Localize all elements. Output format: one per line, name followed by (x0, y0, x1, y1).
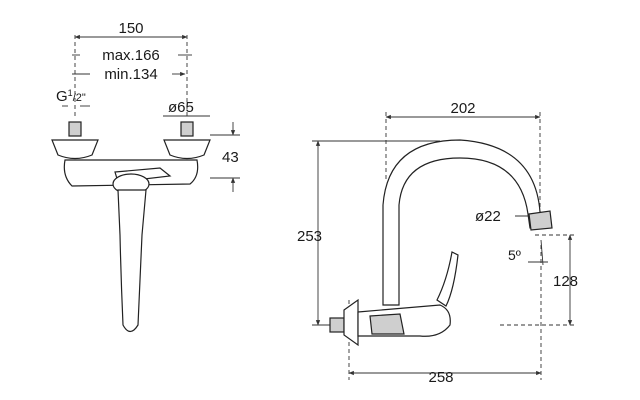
min-label: min.134 (104, 66, 157, 83)
angle-ray (540, 239, 544, 266)
side-cartridge (369, 313, 405, 335)
side-view: 202 253 258 128 ø22 5º (297, 100, 578, 386)
right-wall-flange (163, 139, 211, 160)
depth-label: 258 (428, 369, 453, 386)
height-label: 43 (222, 149, 239, 166)
outlet-height-label: 128 (553, 273, 578, 290)
reach-label: 202 (450, 100, 475, 117)
side-lever (436, 251, 459, 307)
diameter-label: ø65 (168, 99, 194, 116)
thread-label: G1/2" (56, 88, 86, 105)
side-swivel-spout (382, 139, 551, 306)
front-spout (117, 189, 147, 333)
side-height-label: 253 (297, 228, 322, 245)
width-label: 150 (118, 20, 143, 37)
left-wall-flange (51, 139, 99, 160)
side-thread-stub (329, 317, 345, 333)
outlet-diameter-label: ø22 (475, 208, 501, 225)
left-thread-stub (68, 121, 82, 137)
right-thread-stub (180, 121, 194, 137)
max-label: max.166 (102, 47, 160, 64)
front-view: 150 max.166 min.134 G1/2" ø65 43 (51, 20, 240, 333)
spout-outlet (528, 210, 553, 231)
angle-label: 5º (508, 247, 521, 263)
side-wall-flange (343, 298, 359, 347)
